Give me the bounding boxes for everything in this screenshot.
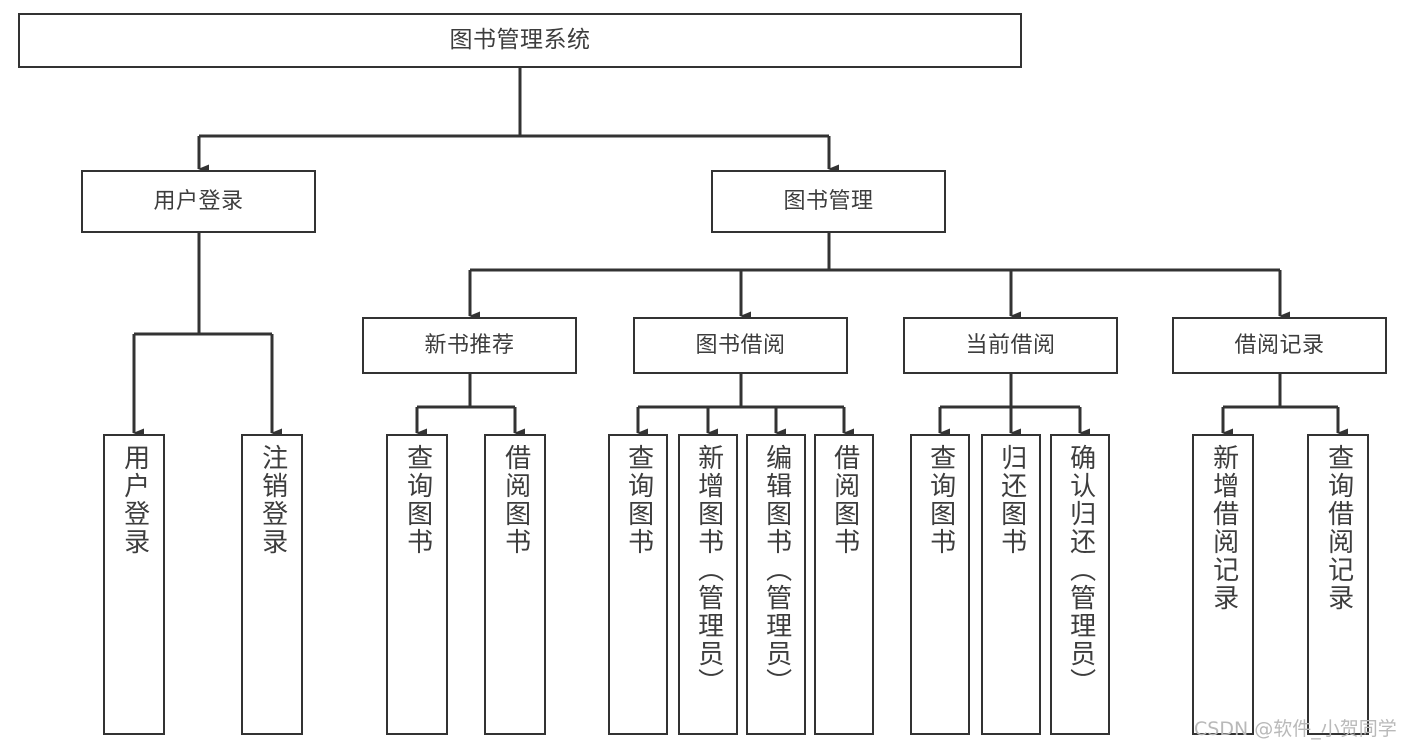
node-label-leaf-query-1: 查询图书 (402, 444, 433, 556)
node-leaf-user-login[interactable]: 用户登录 (103, 434, 165, 735)
node-label-leaf-add-book: 新增图书（管理员） (693, 444, 724, 696)
node-new-book-rec[interactable]: 新书推荐 (362, 317, 577, 374)
node-label-leaf-confirm: 确认归还（管理员） (1065, 444, 1096, 696)
node-leaf-query-1[interactable]: 查询图书 (386, 434, 448, 735)
node-leaf-logout[interactable]: 注销登录 (241, 434, 303, 735)
node-label-root: 图书管理系统 (449, 26, 591, 53)
node-label-leaf-add-rec: 新增借阅记录 (1208, 444, 1239, 612)
watermark: CSDN @软件_小贺同学 (1194, 718, 1397, 740)
node-label-book-borrow: 图书借阅 (695, 332, 786, 358)
node-root[interactable]: 图书管理系统 (18, 13, 1022, 68)
node-label-leaf-user-login: 用户登录 (119, 444, 150, 556)
node-label-leaf-query-rec: 查询借阅记录 (1323, 444, 1354, 612)
node-user-login[interactable]: 用户登录 (81, 170, 316, 233)
node-leaf-edit-book[interactable]: 编辑图书（管理员） (746, 434, 806, 735)
node-label-new-book-rec: 新书推荐 (424, 332, 515, 358)
node-label-leaf-query-3: 查询图书 (925, 444, 956, 556)
node-label-leaf-logout: 注销登录 (257, 444, 288, 556)
node-book-borrow[interactable]: 图书借阅 (633, 317, 848, 374)
node-leaf-borrow-1[interactable]: 借阅图书 (484, 434, 546, 735)
node-book-manage[interactable]: 图书管理 (711, 170, 946, 233)
node-borrow-record[interactable]: 借阅记录 (1172, 317, 1387, 374)
node-label-leaf-borrow-1: 借阅图书 (500, 444, 531, 556)
node-current-borrow[interactable]: 当前借阅 (903, 317, 1118, 374)
node-label-leaf-return: 归还图书 (996, 444, 1027, 556)
node-leaf-query-rec[interactable]: 查询借阅记录 (1307, 434, 1369, 735)
node-label-current-borrow: 当前借阅 (965, 332, 1056, 358)
node-label-leaf-borrow-2: 借阅图书 (829, 444, 860, 556)
node-label-user-login: 用户登录 (153, 188, 244, 214)
node-leaf-query-3[interactable]: 查询图书 (910, 434, 970, 735)
node-leaf-return[interactable]: 归还图书 (981, 434, 1041, 735)
node-leaf-add-book[interactable]: 新增图书（管理员） (678, 434, 738, 735)
node-leaf-borrow-2[interactable]: 借阅图书 (814, 434, 874, 735)
node-label-leaf-edit-book: 编辑图书（管理员） (761, 444, 792, 696)
node-label-borrow-record: 借阅记录 (1234, 332, 1325, 358)
node-label-book-manage: 图书管理 (783, 188, 874, 214)
node-label-leaf-query-2: 查询图书 (623, 444, 654, 556)
connector-paths (132, 68, 1348, 438)
node-leaf-add-rec[interactable]: 新增借阅记录 (1192, 434, 1254, 735)
node-leaf-confirm[interactable]: 确认归还（管理员） (1050, 434, 1110, 735)
node-leaf-query-2[interactable]: 查询图书 (608, 434, 668, 735)
